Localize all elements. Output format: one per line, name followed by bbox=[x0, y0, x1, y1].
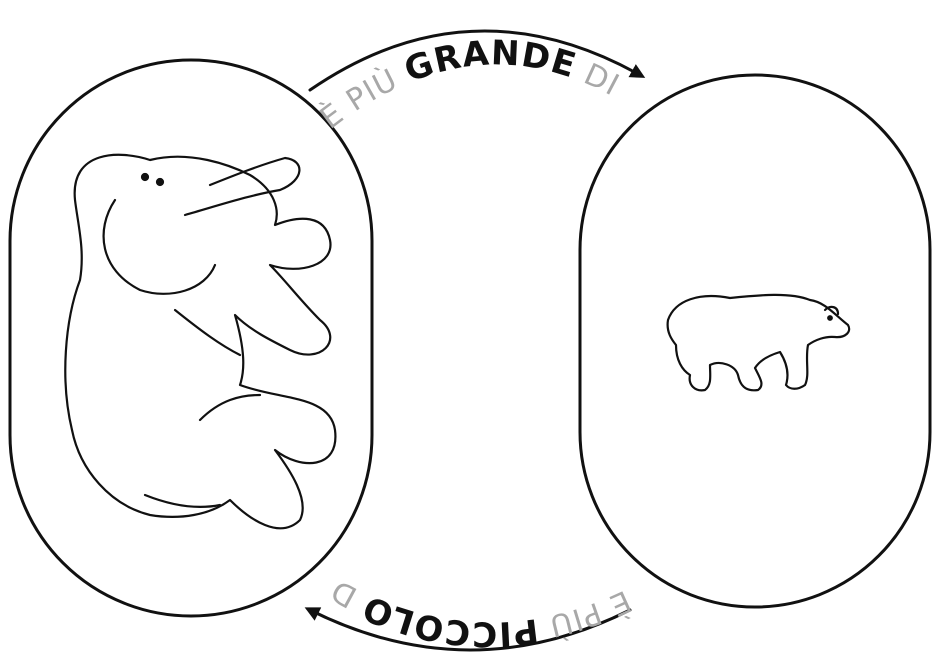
top-label-emphasis: GRANDE bbox=[399, 33, 581, 90]
bottom-label-emphasis: PICCOLO bbox=[357, 587, 541, 654]
top-label-prefix: È PIÙ bbox=[313, 58, 413, 137]
elephant-illustration bbox=[65, 155, 335, 529]
polar-bear-illustration bbox=[668, 295, 850, 390]
top-label-suffix: DI bbox=[569, 53, 625, 104]
top-arrow-label: È PIÙ GRANDE DI bbox=[313, 33, 625, 136]
bottom-label-prefix: È PIÙ bbox=[535, 583, 636, 646]
